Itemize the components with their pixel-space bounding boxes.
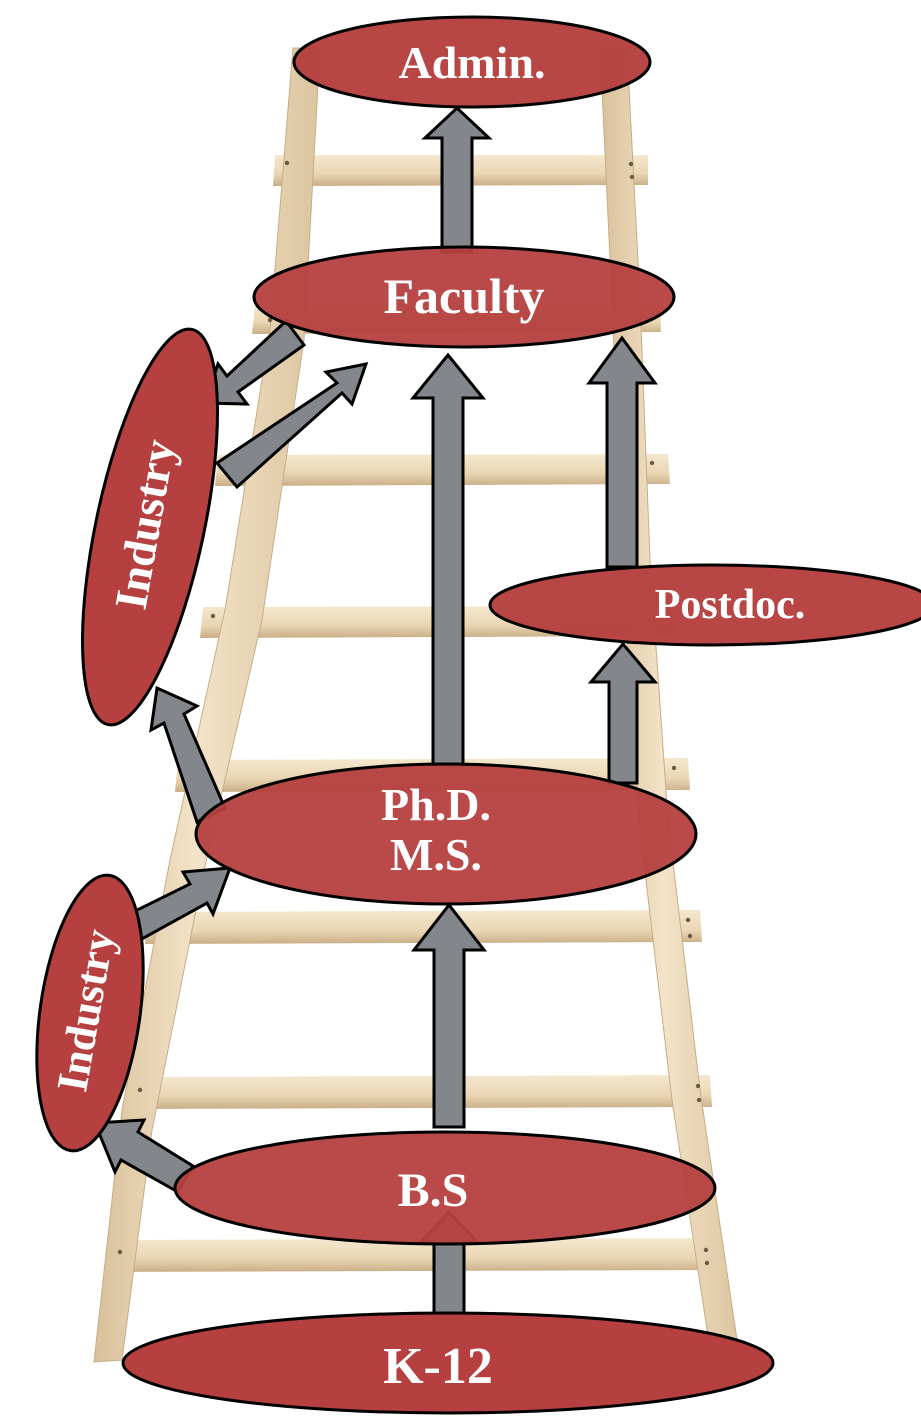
node-k12-label: K-12 [383, 1338, 493, 1395]
ladder-rung [105, 1238, 720, 1272]
node-industry-lower: Industry [35, 873, 145, 1153]
arrow-industry-to-phd [124, 866, 233, 943]
node-faculty: Faculty [252, 245, 676, 349]
node-faculty-label: Faculty [383, 268, 544, 324]
arrow-phd-to-postdoc [587, 641, 659, 785]
node-postdoc: Postdoc. [488, 563, 921, 647]
arrows [92, 105, 659, 1327]
node-industry-upper: Industry [81, 327, 219, 727]
node-admin: Admin. [292, 15, 652, 109]
arrow-postdoc-to-faculty [586, 335, 658, 569]
node-bs-label: B.S [398, 1164, 469, 1217]
arrow-bs-to-industry [92, 1118, 196, 1195]
arrow-bs-to-phd [410, 902, 488, 1129]
arrow-faculty-to-industry [202, 318, 307, 406]
node-k12: K-12 [121, 1311, 775, 1415]
arrow-phd-to-industry [149, 685, 227, 825]
node-admin-label: Admin. [399, 37, 546, 88]
node-bs: B.S [173, 1130, 717, 1246]
node-postdoc-label: Postdoc. [655, 582, 806, 628]
ladder-rung [127, 1075, 712, 1109]
arrow-faculty-to-admin [421, 105, 493, 254]
arrow-industry-to-faculty [214, 362, 369, 490]
nodes: Admin. Faculty Industry Postdoc. Ph.D. M… [35, 15, 921, 1415]
ladder-rung [145, 910, 702, 944]
node-ms-label: M.S. [390, 829, 482, 880]
node-phd-label: Ph.D. [381, 779, 491, 830]
arrow-phd-to-faculty [409, 352, 487, 767]
node-phd-ms: Ph.D. M.S. [194, 762, 698, 906]
